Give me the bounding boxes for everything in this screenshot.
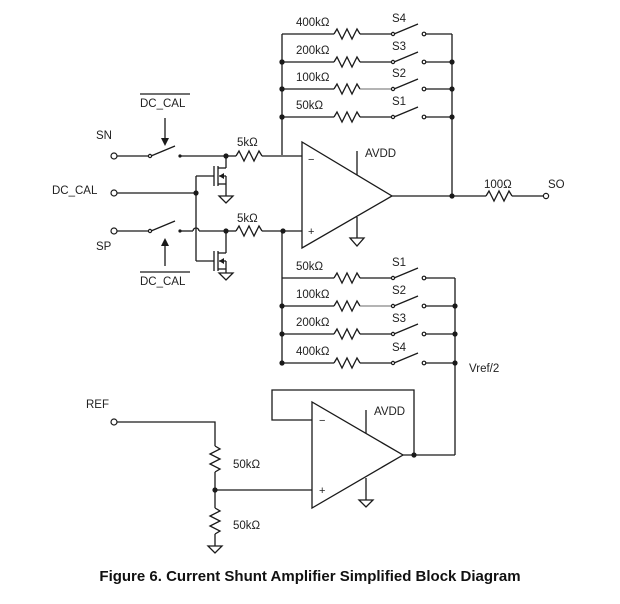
sn-label: SN: [96, 130, 112, 142]
so-label: SO: [548, 179, 565, 191]
feedback-row: 100kΩ S2: [279, 68, 455, 96]
so-terminal[interactable]: [542, 192, 550, 200]
switch-label: S2: [392, 285, 406, 297]
switch-label: S1: [392, 257, 406, 269]
switch-label: S3: [392, 41, 406, 53]
resistor-100-ohm: [485, 189, 513, 203]
sp-terminal[interactable]: [110, 227, 118, 235]
resistor-label: 50kΩ: [296, 100, 324, 112]
resistor-label: 50kΩ: [296, 261, 324, 273]
divider-bottom-label: 50kΩ: [233, 520, 261, 532]
resistor-50k-bottom: [208, 507, 222, 535]
resistor-label: 200kΩ: [296, 45, 330, 57]
reference-row: 200kΩ S3: [279, 313, 458, 341]
switch-icon: [393, 106, 419, 118]
switch-icon: [393, 23, 419, 35]
switch-icon: [393, 323, 419, 335]
ground-icon: [348, 237, 366, 247]
buffer-amp-triangle: [311, 400, 405, 510]
reference-network: 50kΩ S1 100kΩ S2 200kΩ S3 400kΩ S4 Vref/2: [279, 231, 499, 455]
ground-icon: [217, 272, 235, 281]
sp-switch: [150, 220, 176, 232]
resistor-icon: [333, 110, 361, 124]
buffer-amp-avdd-label: AVDD: [374, 406, 405, 418]
feedback-row: 200kΩ S3: [279, 41, 455, 69]
reference-row: 100kΩ S2: [279, 285, 458, 313]
resistor-50k-top: [208, 445, 222, 473]
resistor-icon: [333, 299, 361, 313]
main-amp-plus: +: [308, 226, 314, 238]
ground-icon: [206, 545, 224, 554]
switch-label: S3: [392, 313, 406, 325]
sn-resistor-label: 5kΩ: [237, 137, 258, 149]
switch-label: S4: [392, 342, 407, 354]
ground-icon: [217, 195, 235, 204]
resistor-label: 100kΩ: [296, 289, 330, 301]
mosfet-icon: [213, 231, 235, 281]
buffer-op-amp: − + AVDD REF 50kΩ 50kΩ: [86, 389, 455, 554]
ref-label: REF: [86, 399, 109, 411]
main-amp-triangle: [301, 140, 394, 250]
sn-switch: [150, 145, 176, 157]
main-amp-avdd-label: AVDD: [365, 148, 396, 160]
dc-cal-terminal[interactable]: [110, 189, 118, 197]
sp-resistor-label: 5kΩ: [237, 213, 258, 225]
feedback-row: 50kΩ S1: [279, 96, 455, 124]
resistor-icon: [333, 55, 361, 69]
buffer-amp-plus: +: [319, 485, 325, 497]
reference-row: 50kΩ S1: [282, 257, 455, 285]
reference-row: 400kΩ S4: [279, 342, 458, 370]
resistor-label: 200kΩ: [296, 317, 330, 329]
sn-terminal[interactable]: [110, 152, 118, 160]
divider-top-label: 50kΩ: [233, 459, 261, 471]
dc-cal-bar-bottom-label: DC_CAL: [140, 276, 186, 288]
ref-terminal[interactable]: [110, 418, 118, 426]
sp-label: SP: [96, 241, 112, 253]
out-resistor-label: 100Ω: [484, 179, 512, 191]
dc-cal-bar-top-label: DC_CAL: [140, 98, 186, 110]
resistor-label: 100kΩ: [296, 72, 330, 84]
feedback-network: 400kΩ S4 200kΩ S3 100kΩ S2 50kΩ S1: [279, 13, 455, 196]
resistor-label: 400kΩ: [296, 346, 330, 358]
resistor-icon: [333, 27, 361, 41]
switch-icon: [393, 267, 419, 279]
main-op-amp: − + AVDD 100Ω SO: [301, 140, 565, 250]
buffer-amp-minus: −: [319, 415, 325, 427]
switch-icon: [393, 352, 419, 364]
mosfet-icon: [213, 156, 235, 204]
feedback-row: 400kΩ S4: [282, 13, 452, 41]
switch-label: S2: [392, 68, 406, 80]
switch-label: S1: [392, 96, 406, 108]
resistor-icon: [333, 356, 361, 370]
switch-icon: [393, 295, 419, 307]
switch-icon: [393, 78, 419, 90]
switch-icon: [393, 51, 419, 63]
arrow-down-icon: [161, 138, 169, 146]
resistor-icon: [333, 271, 361, 285]
resistor-icon: [333, 82, 361, 96]
arrow-up-icon: [161, 238, 169, 246]
vref-half-label: Vref/2: [469, 363, 499, 375]
resistor-icon: [333, 327, 361, 341]
resistor-5k-sn: [235, 149, 263, 163]
main-amp-minus: −: [308, 154, 314, 166]
switch-label: S4: [392, 13, 407, 25]
resistor-5k-sp: [235, 224, 263, 238]
dc-cal-label: DC_CAL: [52, 185, 98, 197]
figure-caption: Figure 6. Current Shunt Amplifier Simpli…: [99, 568, 521, 585]
input-section: SN DC_CAL 5kΩ DC_CAL: [52, 93, 302, 288]
resistor-label: 400kΩ: [296, 17, 330, 29]
ground-icon: [357, 499, 375, 508]
